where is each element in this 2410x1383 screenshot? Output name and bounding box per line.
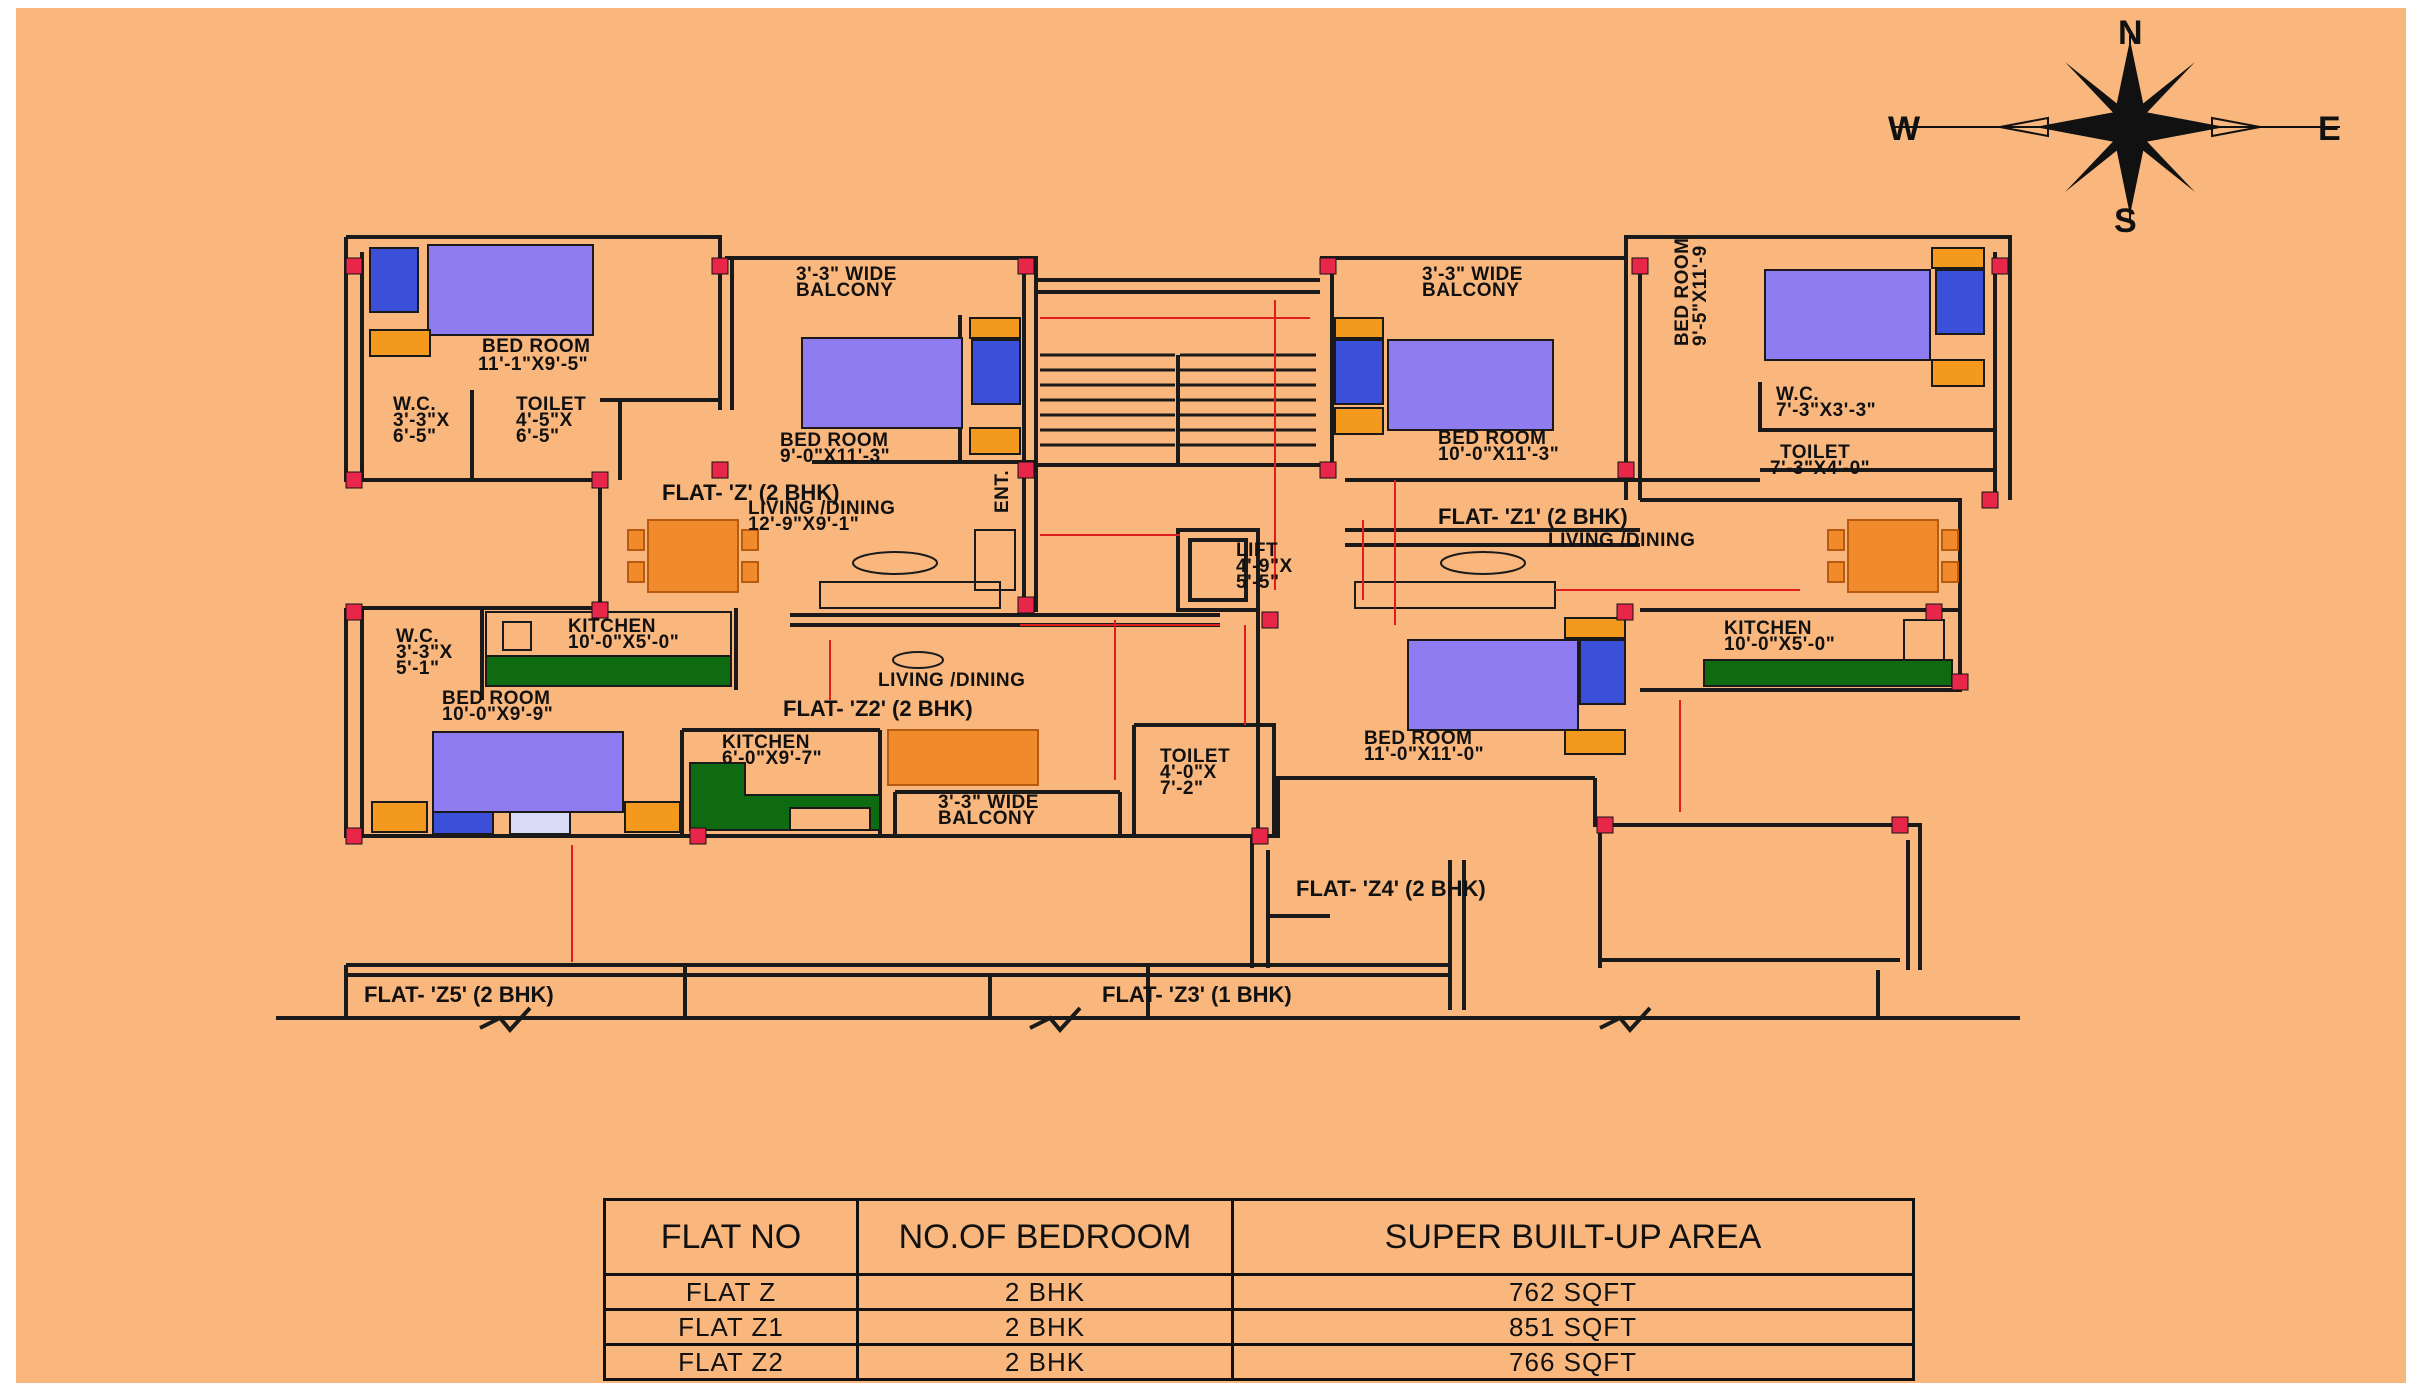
room-dims: 10'-0"X11'-3"	[1438, 444, 1559, 465]
room-label: LIFT	[1236, 540, 1278, 561]
header-flat-no: FLAT NO	[603, 1198, 859, 1276]
room-label: BED ROOM	[482, 336, 591, 357]
room-dims: 5'-5"	[1236, 572, 1280, 593]
flat-z-label: FLAT- 'Z' (2 BHK)	[662, 480, 839, 505]
area-table: FLAT NO NO.OF BEDROOM SUPER BUILT-UP ARE…	[603, 1198, 1915, 1381]
flat-z1-label: FLAT- 'Z1' (2 BHK)	[1438, 504, 1628, 529]
cell-bedroom: 2 BHK	[856, 1343, 1234, 1381]
dimension-lines	[571, 300, 1800, 962]
cell-flat: FLAT Z	[603, 1273, 859, 1311]
dining-tables	[627, 519, 1959, 786]
compass-south: S	[2114, 202, 2137, 240]
room-dims: 11'-0"X11'-0"	[1364, 744, 1484, 765]
room-label: BED ROOM	[1364, 728, 1473, 749]
cell-bedroom: 2 BHK	[856, 1308, 1234, 1346]
room-label: LIVING /DINING	[748, 498, 895, 519]
cell-flat: FLAT Z2	[603, 1343, 859, 1381]
table-row: FLAT Z1 2 BHK 851 SQFT	[603, 1308, 1915, 1346]
room-labels: BED ROOM 11'-1"X9'-5" W.C. 3'-3"X 6'-5" …	[393, 238, 1876, 830]
room-dims: 5'-1"	[396, 658, 440, 679]
beds	[369, 244, 1985, 835]
room-label: BED ROOM	[442, 688, 551, 709]
entrance-label: ENT.	[992, 470, 1013, 513]
room-dims: 10'-0"X5'-0"	[568, 632, 679, 653]
room-label: TOILET	[516, 394, 586, 415]
flat-z2-label: FLAT- 'Z2' (2 BHK)	[783, 696, 973, 721]
compass-west: W	[1888, 110, 1921, 148]
room-dims: 4'-5"X	[516, 410, 573, 431]
flat-z3-label: FLAT- 'Z3' (1 BHK)	[1102, 982, 1292, 1007]
room-dims: 7'-3"X4'-0"	[1770, 458, 1870, 479]
room-dims: 6'-5"	[393, 426, 437, 447]
room-dims: 6'-5"	[516, 426, 560, 447]
room-label: BED ROOM	[1672, 238, 1693, 347]
room-label: BALCONY	[796, 280, 893, 301]
table-row: FLAT Z 2 BHK 762 SQFT	[603, 1273, 1915, 1311]
room-dims: 6'-0"X9'-7"	[722, 748, 822, 769]
table-header-row: FLAT NO NO.OF BEDROOM SUPER BUILT-UP ARE…	[603, 1198, 1915, 1276]
room-label: TOILET	[1780, 442, 1850, 463]
room-dims: 10'-0"X5'-0"	[1724, 634, 1835, 655]
room-dims: 4'-9"X	[1236, 556, 1293, 577]
room-dims: 10'-0"X9'-9"	[442, 704, 553, 725]
room-label: KITCHEN	[1724, 618, 1812, 639]
room-dims: 7'-3"X3'-3"	[1776, 400, 1876, 421]
room-label: 3'-3" WIDE	[938, 792, 1039, 813]
cell-area: 766 SQFT	[1231, 1343, 1915, 1381]
compass-north: N	[2118, 14, 2143, 52]
room-dims: 12'-9"X9'-1"	[748, 514, 859, 535]
room-dims: 9'-5"X11'-9	[1690, 245, 1711, 346]
compass-east: E	[2318, 110, 2341, 148]
room-label: 3'-3" WIDE	[796, 264, 897, 285]
cell-flat: FLAT Z1	[603, 1308, 859, 1346]
room-dims: 3'-3"X	[393, 410, 450, 431]
room-dims: 11'-1"X9'-5"	[478, 354, 588, 375]
cell-area: 762 SQFT	[1231, 1273, 1915, 1311]
living-furniture	[819, 529, 1556, 669]
room-label: BALCONY	[1422, 280, 1519, 301]
staircase	[1040, 353, 1316, 447]
room-dims: 9'-0"X11'-3"	[780, 446, 890, 467]
header-bedroom: NO.OF BEDROOM	[856, 1198, 1234, 1276]
table-row: FLAT Z2 2 BHK 766 SQFT	[603, 1343, 1915, 1381]
room-label: LIVING /DINING	[1548, 530, 1695, 551]
flat-z4-label: FLAT- 'Z4' (2 BHK)	[1296, 876, 1486, 901]
room-dims: 4'-0"X	[1160, 762, 1217, 783]
room-label: W.C.	[393, 394, 436, 415]
room-label: BED ROOM	[780, 430, 889, 451]
room-label: KITCHEN	[568, 616, 656, 637]
room-label: 3'-3" WIDE	[1422, 264, 1523, 285]
room-label: TOILET	[1160, 746, 1230, 767]
cell-area: 851 SQFT	[1231, 1308, 1915, 1346]
cell-bedroom: 2 BHK	[856, 1273, 1234, 1311]
room-label: KITCHEN	[722, 732, 810, 753]
flat-z5-label: FLAT- 'Z5' (2 BHK)	[364, 982, 554, 1007]
header-area: SUPER BUILT-UP AREA	[1231, 1198, 1915, 1276]
room-label: W.C.	[396, 626, 439, 647]
compass-rose-icon: N S E W	[1888, 14, 2341, 240]
room-dims: 7'-2"	[1160, 778, 1204, 799]
room-label: LIVING /DINING	[878, 670, 1025, 691]
room-dims: 3'-3"X	[396, 642, 453, 663]
room-label: BALCONY	[938, 808, 1035, 829]
room-label: BED ROOM	[1438, 428, 1547, 449]
room-label: W.C.	[1776, 384, 1819, 405]
